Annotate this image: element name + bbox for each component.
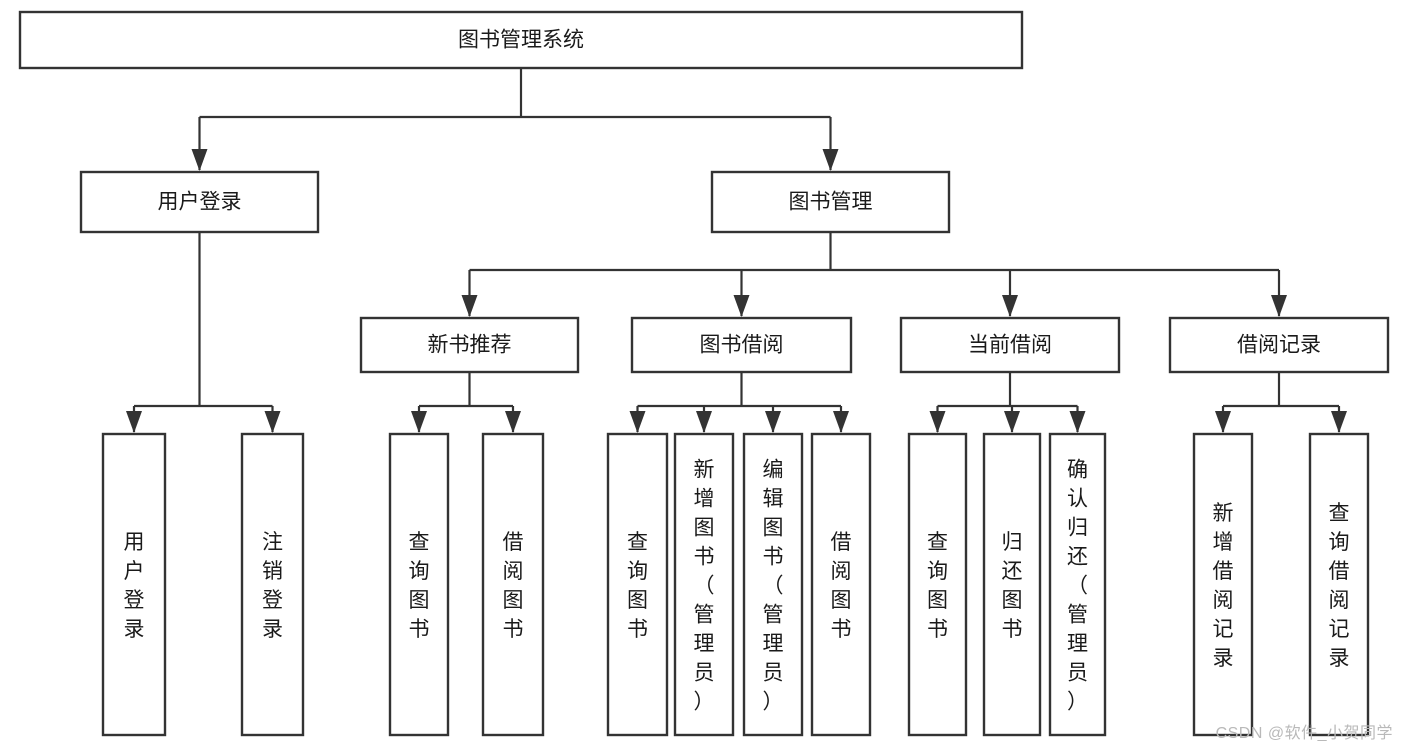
node-leaf-query-book-1-label: 查询图书 xyxy=(409,531,430,641)
node-leaf-borrow-book-1-box[interactable] xyxy=(481,432,545,737)
node-leaf-edit-book-label: 编辑图书（管理员） xyxy=(763,459,784,714)
node-book-manage[interactable]: 图书管理 xyxy=(710,170,951,234)
node-leaf-edit-book-box[interactable] xyxy=(742,432,804,737)
arrow-head-icon xyxy=(765,411,781,433)
node-leaf-confirm-return-box[interactable] xyxy=(1048,432,1107,737)
arrow-head-icon xyxy=(1004,411,1020,433)
node-leaf-add-book-label: 新增图书（管理员） xyxy=(694,459,715,714)
arrow-head-icon xyxy=(1215,411,1231,433)
node-leaf-edit-book[interactable]: 编辑图书（管理员） xyxy=(742,432,804,737)
node-leaf-borrow-book-2[interactable]: 借阅图书 xyxy=(810,432,872,737)
node-leaf-user-logout[interactable]: 注销登录 xyxy=(240,432,305,737)
arrow-head-icon xyxy=(1331,411,1347,433)
arrow-head-icon xyxy=(629,411,646,433)
node-leaf-query-record-label: 查询借阅记录 xyxy=(1329,502,1350,670)
node-current-borrow-box[interactable] xyxy=(899,316,1121,374)
node-borrow-record-box[interactable] xyxy=(1168,316,1390,374)
node-leaf-query-record[interactable]: 查询借阅记录 xyxy=(1308,432,1370,737)
node-leaf-user-logout-box[interactable] xyxy=(240,432,305,737)
node-leaf-return-book-label: 归还图书 xyxy=(1002,531,1023,641)
node-root-label: 图书管理系统 xyxy=(458,29,584,52)
node-book-borrow-box[interactable] xyxy=(630,316,853,374)
node-leaf-query-book-2-label: 查询图书 xyxy=(627,531,648,641)
node-current-borrow[interactable]: 当前借阅 xyxy=(899,316,1121,374)
node-leaf-query-book-1[interactable]: 查询图书 xyxy=(388,432,450,737)
node-leaf-add-record-label: 新增借阅记录 xyxy=(1213,502,1234,670)
arrow-head-icon xyxy=(1002,295,1018,317)
node-leaf-borrow-book-2-box[interactable] xyxy=(810,432,872,737)
node-leaf-add-book-box[interactable] xyxy=(673,432,735,737)
node-leaf-return-book[interactable]: 归还图书 xyxy=(982,432,1042,737)
arrow-head-icon xyxy=(505,411,521,433)
node-root[interactable]: 图书管理系统 xyxy=(18,10,1024,70)
arrow-head-icon xyxy=(264,411,281,433)
arrow-head-icon xyxy=(461,295,478,317)
node-leaf-add-book[interactable]: 新增图书（管理员） xyxy=(673,432,735,737)
node-root-box[interactable] xyxy=(18,10,1024,70)
node-user-login-label: 用户登录 xyxy=(158,191,242,214)
node-book-borrow-label: 图书借阅 xyxy=(700,334,784,357)
arrow-head-icon xyxy=(822,149,839,171)
arrow-head-icon xyxy=(126,411,142,433)
arrow-head-icon xyxy=(191,149,208,171)
node-leaf-query-book-2[interactable]: 查询图书 xyxy=(606,432,669,737)
node-leaf-user-logout-label: 注销登录 xyxy=(262,531,283,641)
node-leaf-confirm-return-label: 确认归还（管理员） xyxy=(1067,459,1088,714)
node-leaf-add-record-box[interactable] xyxy=(1192,432,1254,737)
node-borrow-record-label: 借阅记录 xyxy=(1237,334,1321,357)
node-user-login[interactable]: 用户登录 xyxy=(79,170,320,234)
node-leaf-query-book-3-label: 查询图书 xyxy=(927,531,948,641)
arrow-head-icon xyxy=(733,295,750,317)
node-leaf-add-record[interactable]: 新增借阅记录 xyxy=(1192,432,1254,737)
node-leaf-query-book-3[interactable]: 查询图书 xyxy=(907,432,968,737)
node-leaf-borrow-book-2-label: 借阅图书 xyxy=(831,531,852,641)
node-current-borrow-label: 当前借阅 xyxy=(968,334,1052,357)
node-leaf-query-record-box[interactable] xyxy=(1308,432,1370,737)
node-leaf-query-book-1-box[interactable] xyxy=(388,432,450,737)
node-leaf-query-book-2-box[interactable] xyxy=(606,432,669,737)
node-book-manage-box[interactable] xyxy=(710,170,951,234)
node-book-manage-label: 图书管理 xyxy=(789,191,873,214)
arrow-head-icon xyxy=(1271,295,1287,317)
node-new-book-recommend-label: 新书推荐 xyxy=(428,334,512,357)
node-user-login-box[interactable] xyxy=(79,170,320,234)
node-new-book-recommend[interactable]: 新书推荐 xyxy=(359,316,580,374)
node-leaf-query-book-3-box[interactable] xyxy=(907,432,968,737)
arrow-head-icon xyxy=(833,411,849,433)
node-leaf-user-login-box[interactable] xyxy=(101,432,167,737)
csdn-watermark: CSDN @软件_小贺同学 xyxy=(1215,725,1393,742)
node-leaf-return-book-box[interactable] xyxy=(982,432,1042,737)
node-leaf-user-login-label: 用户登录 xyxy=(124,531,145,641)
node-new-book-recommend-box[interactable] xyxy=(359,316,580,374)
node-leaf-borrow-book-1-label: 借阅图书 xyxy=(503,531,524,641)
arrow-head-icon xyxy=(696,411,712,433)
arrow-head-icon xyxy=(411,411,427,433)
node-book-borrow[interactable]: 图书借阅 xyxy=(630,316,853,374)
node-leaf-borrow-book-1[interactable]: 借阅图书 xyxy=(481,432,545,737)
node-leaf-user-login[interactable]: 用户登录 xyxy=(101,432,167,737)
node-leaf-confirm-return[interactable]: 确认归还（管理员） xyxy=(1048,432,1107,737)
node-borrow-record[interactable]: 借阅记录 xyxy=(1168,316,1390,374)
arrow-head-icon xyxy=(929,411,946,433)
arrow-head-icon xyxy=(1069,411,1086,433)
